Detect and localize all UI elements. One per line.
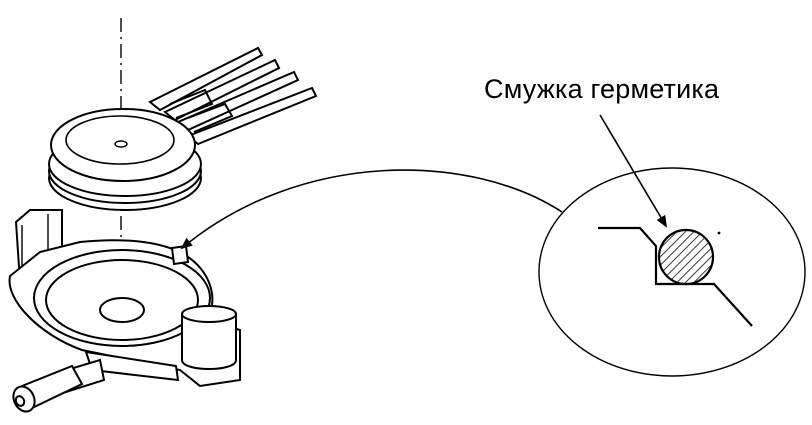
sensor-pins (150, 48, 316, 144)
reference-arrow (180, 170, 562, 250)
detail-view (539, 168, 805, 376)
label-leader (600, 115, 668, 228)
port-hole (100, 298, 144, 322)
nozzle (9, 366, 82, 415)
center-hole (115, 141, 127, 147)
sealant-bead (659, 230, 713, 284)
sealant-strip-label: Смужка герметика (484, 74, 720, 104)
sensor-housing (9, 210, 240, 415)
sensor-chip (49, 48, 316, 210)
